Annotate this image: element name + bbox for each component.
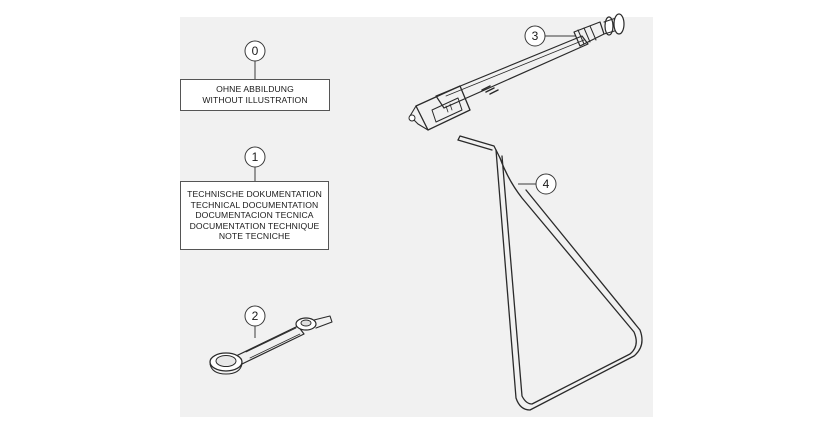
label-line: OHNE ABBILDUNG: [216, 84, 294, 95]
callout-2-number: 2: [252, 309, 259, 323]
callout-2[interactable]: 2: [244, 305, 266, 338]
label-box-technical-documentation: TECHNISCHE DOKUMENTATION TECHNICAL DOCUM…: [180, 181, 329, 250]
callout-0-number: 0: [252, 44, 259, 58]
label-line: TECHNISCHE DOKUMENTATION: [187, 189, 322, 200]
side-stand-icon[interactable]: [457, 135, 643, 411]
callout-4[interactable]: 4: [518, 173, 557, 195]
label-line: DOCUMENTACION TECNICA: [195, 210, 314, 221]
tire-pressure-gauge-icon[interactable]: [408, 13, 625, 131]
callout-4-number: 4: [543, 177, 550, 191]
spanner-wrench-icon[interactable]: [209, 315, 333, 375]
callout-0[interactable]: 0: [244, 40, 266, 79]
callout-3[interactable]: 3: [524, 25, 576, 47]
label-line: DOCUMENTATION TECHNIQUE: [189, 220, 320, 231]
label-line: WITHOUT ILLUSTRATION: [202, 95, 308, 105]
callout-1[interactable]: 1: [244, 146, 266, 181]
callout-3-number: 3: [532, 29, 539, 43]
callout-1-number: 1: [252, 150, 259, 164]
label-box-without-illustration: OHNE ABBILDUNG WITHOUT ILLUSTRATION: [180, 79, 330, 111]
label-line: NOTE TECNICHE: [218, 231, 291, 242]
label-line: TECHNICAL DOCUMENTATION: [190, 199, 319, 210]
